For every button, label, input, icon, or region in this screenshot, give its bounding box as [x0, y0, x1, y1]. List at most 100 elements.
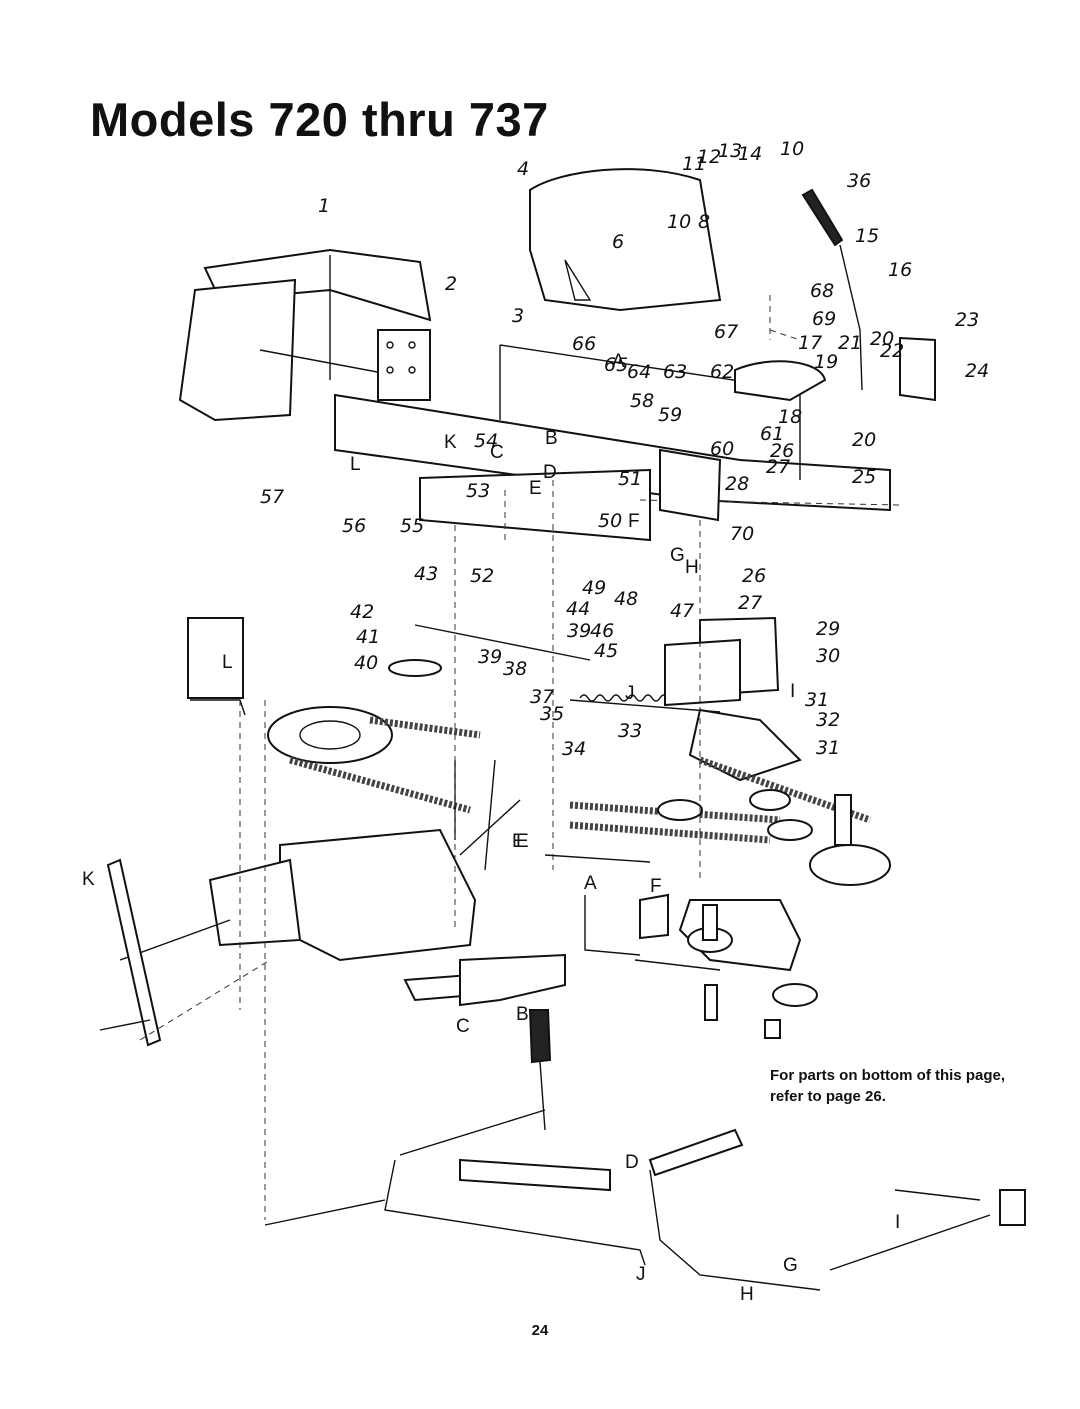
callout-label: 70 [730, 523, 754, 545]
letter-ref: C [490, 442, 504, 463]
callout-label: 31 [805, 689, 829, 711]
fender-part [529, 168, 722, 312]
callout-label: 63 [663, 361, 687, 383]
letter-ref: D [543, 462, 557, 483]
callout-label: 34 [562, 738, 586, 760]
callout-label: 22 [880, 340, 904, 362]
letter-ref: I [895, 1212, 900, 1233]
letter-ref: I [790, 681, 795, 702]
callout-label: 30 [816, 645, 840, 667]
letter-ref: L [350, 454, 361, 475]
shift-lever-part [801, 188, 863, 391]
letter-ref: A [584, 873, 597, 894]
clutch-bracket-part [403, 953, 566, 1007]
callout-label: 20 [852, 429, 876, 451]
callout-label: 11 [682, 153, 706, 175]
callout-label: 62 [710, 361, 734, 383]
callout-label: 2 [445, 273, 457, 295]
letter-ref: J [636, 1264, 646, 1285]
callout-label: 21 [838, 332, 862, 354]
callout-label: 66 [572, 333, 596, 355]
page-title: Models 720 thru 737 [90, 93, 549, 146]
callout-label: 64 [627, 361, 651, 383]
letter-ref: G [783, 1255, 798, 1276]
callout-label: 68 [810, 280, 834, 302]
callout-label: 67 [714, 321, 738, 343]
callout-label: 26 [742, 565, 766, 587]
callout-label: 10 [780, 138, 804, 160]
callout-label: 14 [738, 143, 762, 165]
letter-ref: G [670, 545, 685, 566]
callout-label: 4 [517, 158, 529, 180]
callout-label: 8 [698, 211, 710, 233]
letter-ref: E [512, 831, 525, 852]
clutch-pedal-part [399, 1009, 552, 1156]
callout-label: 57 [260, 486, 284, 508]
callout-label: 51 [618, 468, 642, 490]
callout-label: 40 [354, 652, 378, 674]
callout-label: 52 [470, 565, 494, 587]
callout-label: 15 [855, 225, 879, 247]
callout-label: 19 [814, 351, 838, 373]
letter-ref: D [625, 1152, 639, 1173]
callout-label: 48 [614, 588, 638, 610]
callout-label: 26 [770, 440, 794, 462]
callout-label: 49 [582, 577, 606, 599]
letter-ref: B [545, 428, 558, 449]
callout-label: 35 [540, 703, 564, 725]
letter-ref: K [444, 432, 457, 453]
pedal-base-part [734, 360, 827, 402]
callout-label: 1 [318, 195, 330, 217]
brake-pedal-part [648, 1128, 1026, 1291]
frame-panel [334, 344, 901, 542]
callout-label: 39 [567, 620, 591, 642]
callout-label: 27 [766, 456, 790, 478]
callout-label: 23 [955, 309, 979, 331]
callout-label: 20 [870, 328, 894, 350]
callout-label: 24 [965, 360, 989, 382]
bracket-part [377, 329, 431, 401]
transaxle-part [119, 760, 477, 962]
letter-ref: B [516, 1004, 529, 1025]
callout-label: 36 [847, 170, 871, 192]
spring-part [569, 694, 721, 713]
pedal-rods-part [264, 1158, 646, 1266]
callout-label: 16 [888, 259, 912, 281]
callout-label: 12 [697, 146, 721, 168]
callout-label: 29 [816, 618, 840, 640]
callout-label: 18 [778, 406, 802, 428]
shroud-part [178, 248, 432, 422]
callout-label: 65 [604, 354, 628, 376]
callout-label: 3 [512, 305, 524, 327]
callout-label: 47 [670, 600, 694, 622]
letter-ref: F [650, 876, 662, 897]
bracket-28-part [659, 448, 722, 522]
letter-ref: J [625, 683, 635, 704]
callout-label: 39 [478, 646, 502, 668]
callout-label: 53 [466, 480, 490, 502]
brake-arm-part [99, 858, 162, 1047]
idler-assembly-part [544, 854, 818, 1039]
callout-label: 59 [658, 404, 682, 426]
callout-label: 45 [594, 640, 618, 662]
callout-label: 61 [760, 423, 784, 445]
axle-plate-part [187, 617, 246, 716]
letter-ref: H [740, 1284, 754, 1305]
letter-ref: C [456, 1016, 470, 1037]
letter-ref: H [685, 557, 699, 578]
callout-label: 10 [667, 211, 691, 233]
callout-label: 56 [342, 515, 366, 537]
page-number: 24 [531, 1322, 549, 1339]
bracket-29-part [664, 616, 780, 707]
reference-note: For parts on bottom of this page, refer … [770, 1067, 1005, 1105]
part-callouts: 1 2 3 4 6 8 10 10 11 12 13 14 15 16 17 1… [260, 138, 989, 760]
callout-label: 6 [612, 231, 624, 253]
callout-label: 42 [350, 601, 374, 623]
callout-label: 37 [530, 686, 554, 708]
callout-label: 25 [852, 466, 876, 488]
callout-label: 43 [414, 563, 438, 585]
letter-ref: A [612, 351, 625, 372]
callout-label: 50 [598, 510, 622, 532]
callout-label: 41 [356, 626, 380, 648]
